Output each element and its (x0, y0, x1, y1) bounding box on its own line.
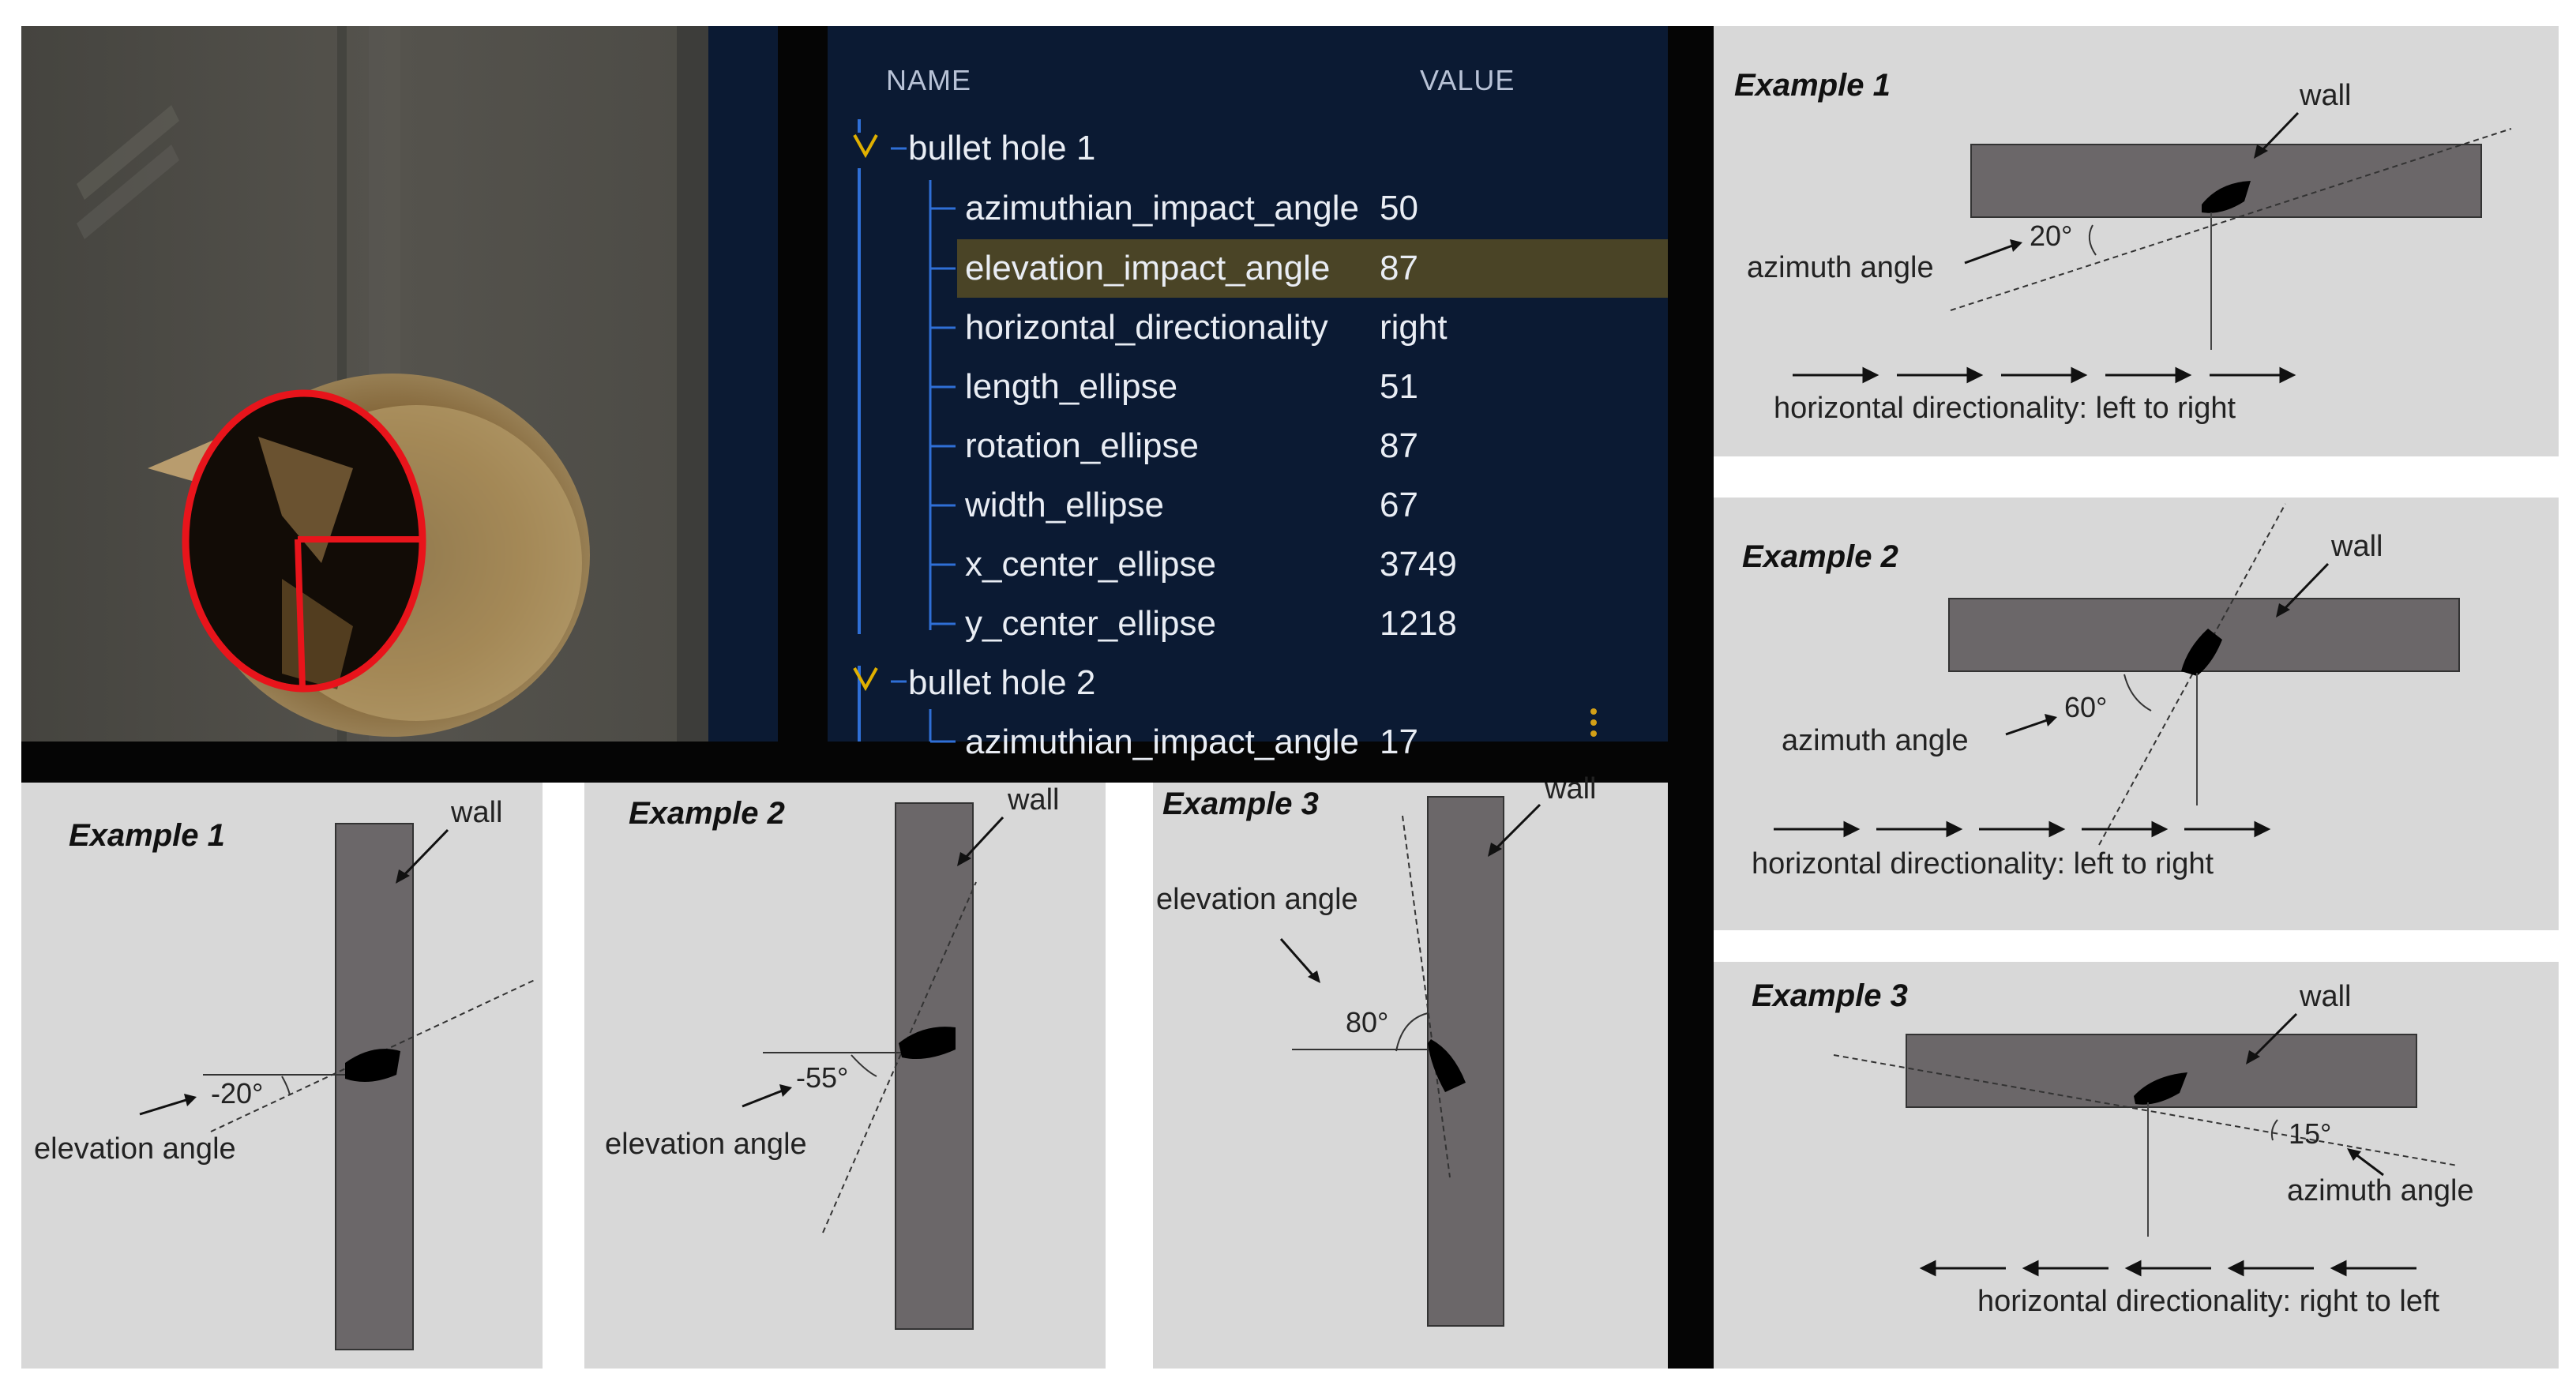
angle-label: 15° (2289, 1117, 2331, 1150)
example-title: Example 2 (629, 796, 785, 831)
example-title: Example 1 (69, 818, 225, 853)
example-title: Example 1 (1734, 68, 1891, 103)
example-title: Example 3 (1162, 787, 1319, 821)
example-title: Example 2 (1742, 539, 1898, 574)
tree-item-name[interactable]: azimuthian_impact_angle (965, 189, 1359, 227)
chevron-down-icon (853, 667, 878, 692)
selected-row-highlight (957, 239, 1668, 298)
tree-item-name[interactable]: azimuthian_impact_angle (965, 723, 1359, 761)
elevation-angle-label: elevation angle (34, 1132, 236, 1166)
azimuth-angle-label: azimuth angle (1747, 251, 1934, 284)
tree-item-name[interactable]: width_ellipse (965, 486, 1164, 524)
angle-label: -20° (211, 1077, 263, 1110)
frame-divider-horizontal (21, 742, 1708, 783)
angle-label: 80° (1346, 1006, 1388, 1038)
elevation-example-1: Example 1 wall -20° elevation angle (21, 783, 543, 1369)
tree-item-value: 87 (1380, 249, 1418, 287)
angle-label: 60° (2064, 691, 2107, 723)
wall-label: wall (2330, 530, 2383, 563)
wall-label: wall (450, 796, 502, 829)
tree-item-value: 50 (1380, 189, 1418, 227)
column-header-name[interactable]: NAME (886, 64, 972, 96)
chevron-down-icon (853, 134, 878, 159)
elevation-example-2: Example 2 wall -55° elevation angle (584, 783, 1106, 1369)
azimuth-example-1: Example 1 wall 20° azimuth angle horizon… (1714, 26, 2559, 456)
direction-arrows (1919, 1260, 2416, 1277)
wall-label: wall (2299, 79, 2351, 112)
azimuth-example-3: Example 3 wall 15° azimuth angle horizon… (1714, 962, 2559, 1369)
attribute-tree-panel: NAME VALUE bullet hole 1 azimuthian_impa… (828, 26, 1668, 761)
wall-label: wall (2299, 980, 2351, 1013)
tree-item-value: right (1380, 308, 1448, 347)
tree-item-value: 17 (1380, 723, 1418, 761)
directionality-label: horizontal directionality: left to right (1752, 847, 2214, 880)
direction-arrows (1774, 820, 2271, 838)
tree-group-bullet-hole-1[interactable]: bullet hole 1 (908, 129, 1096, 167)
tree-item-value: 1218 (1380, 604, 1457, 643)
tree-item-value: 87 (1380, 426, 1418, 465)
tree-item-name[interactable]: y_center_ellipse (965, 604, 1216, 643)
tree-guides (853, 119, 1597, 743)
azimuth-example-2: Example 2 wall 60° azimuth angle horizon… (1714, 498, 2559, 930)
tree-item-value: 67 (1380, 486, 1418, 524)
angle-label: -55° (796, 1061, 848, 1094)
tree-item-name[interactable]: horizontal_directionality (965, 308, 1328, 347)
elevation-angle-label: elevation angle (605, 1128, 807, 1161)
tree-item-name[interactable]: length_ellipse (965, 367, 1178, 406)
elevation-angle-label: elevation angle (1156, 883, 1358, 916)
elevation-example-3: Example 3 wall 80° elevation angle (1153, 772, 1668, 1369)
wall-label: wall (1007, 783, 1059, 817)
directionality-label: horizontal directionality: left to right (1774, 392, 2236, 425)
direction-arrows (1793, 366, 2296, 384)
tree-item-name[interactable]: elevation_impact_angle (965, 249, 1331, 287)
azimuth-angle-label: azimuth angle (1782, 724, 1969, 757)
tree-group-bullet-hole-2[interactable]: bullet hole 2 (908, 663, 1096, 702)
example-title: Example 3 (1752, 978, 1908, 1013)
tree-item-value: 51 (1380, 367, 1418, 406)
wall-label: wall (1544, 772, 1596, 805)
tree-item-name[interactable]: x_center_ellipse (965, 545, 1216, 584)
column-header-value[interactable]: VALUE (1420, 64, 1515, 96)
bullet-hole-photo (21, 26, 778, 742)
bullet-hole-photo-drawing (21, 26, 778, 742)
frame-divider-vertical (1668, 26, 1714, 1369)
angle-label: 20° (2030, 220, 2072, 252)
tree-item-name[interactable]: rotation_ellipse (965, 426, 1199, 465)
azimuth-angle-label: azimuth angle (2287, 1174, 2474, 1207)
tree-item-value: 3749 (1380, 545, 1457, 584)
directionality-label: horizontal directionality: right to left (1977, 1285, 2440, 1318)
